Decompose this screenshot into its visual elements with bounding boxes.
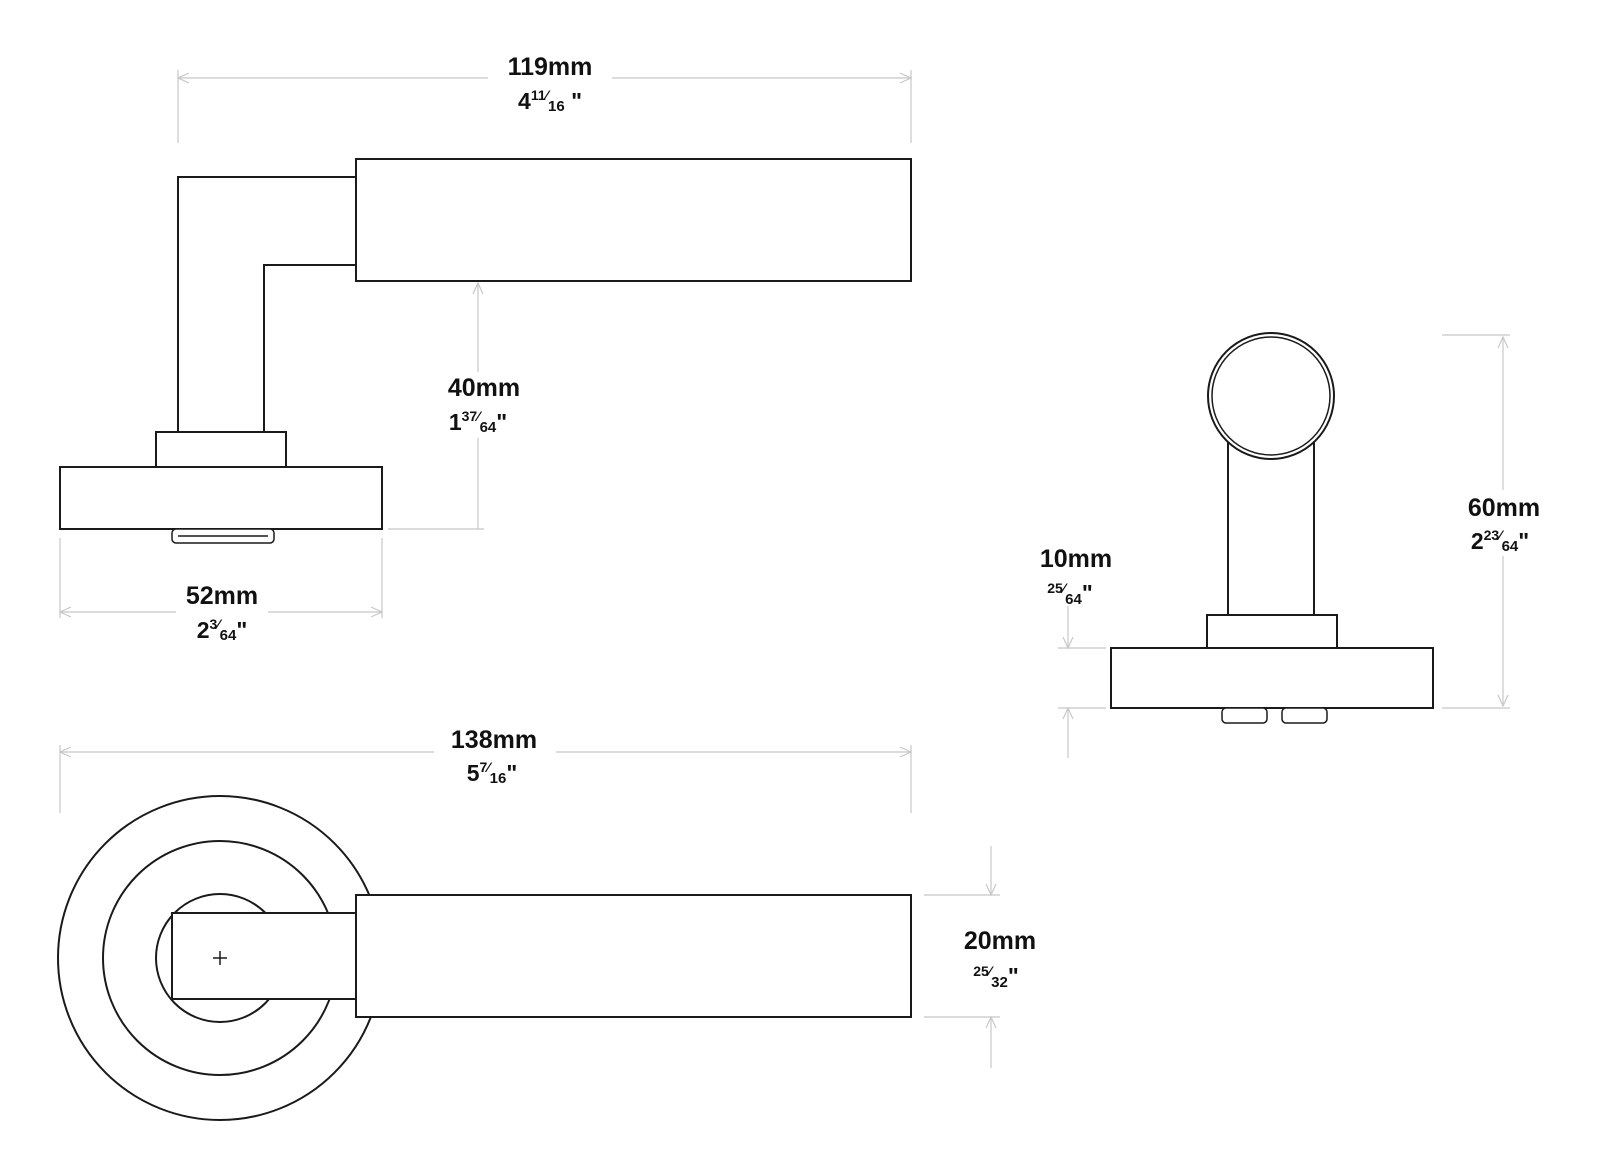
lever-grip-side bbox=[355, 158, 912, 282]
dimension-overall-length: 138mm 57⁄16" bbox=[60, 724, 911, 813]
projection-mm-label: 40mm bbox=[448, 374, 520, 402]
grip-width-inch-label: 25⁄32" bbox=[973, 963, 1019, 991]
rose-width-mm-label: 52mm bbox=[186, 582, 258, 610]
dimension-projection: 40mm 137⁄64" bbox=[388, 283, 530, 530]
rose-collar-end bbox=[1206, 614, 1338, 649]
projection-inch-label: 137⁄64" bbox=[449, 408, 507, 436]
rose-thickness-inch-label: 25⁄64" bbox=[1047, 580, 1093, 608]
lever-grip-top bbox=[355, 894, 912, 1018]
dimension-rose-width: 52mm 23⁄64" bbox=[60, 538, 382, 646]
dimension-grip-width: 20mm 25⁄32" bbox=[924, 846, 1036, 1068]
lever-neck bbox=[177, 176, 357, 432]
length-mm-label: 119mm bbox=[508, 53, 593, 81]
fixing-screw-left bbox=[1221, 707, 1268, 724]
fixing-screw-right bbox=[1281, 707, 1328, 724]
neck-end-view bbox=[1227, 436, 1315, 616]
length-inch-label: 411⁄16 " bbox=[518, 87, 582, 115]
rose-width-inch-label: 23⁄64" bbox=[197, 616, 248, 644]
rose-base-end bbox=[1110, 647, 1434, 709]
height-mm-label: 60mm bbox=[1468, 494, 1540, 522]
dimension-height: 60mm 223⁄64" bbox=[1442, 334, 1550, 709]
top-view bbox=[57, 795, 912, 1121]
dimension-length: 119mm 411⁄16 " bbox=[178, 50, 911, 143]
rose-collar-side bbox=[155, 431, 287, 468]
overall-length-mm-label: 138mm bbox=[451, 726, 537, 754]
end-view bbox=[1110, 332, 1434, 724]
lever-neck-top bbox=[171, 912, 357, 1000]
side-view bbox=[59, 158, 912, 544]
dimension-rose-thickness: 10mm 25⁄64" bbox=[1040, 545, 1112, 758]
rose-base-side bbox=[59, 466, 383, 530]
height-inch-label: 223⁄64" bbox=[1471, 527, 1529, 555]
grip-width-mm-label: 20mm bbox=[964, 927, 1036, 955]
rose-thickness-mm-label: 10mm bbox=[1040, 545, 1112, 573]
overall-length-inch-label: 57⁄16" bbox=[467, 759, 518, 787]
